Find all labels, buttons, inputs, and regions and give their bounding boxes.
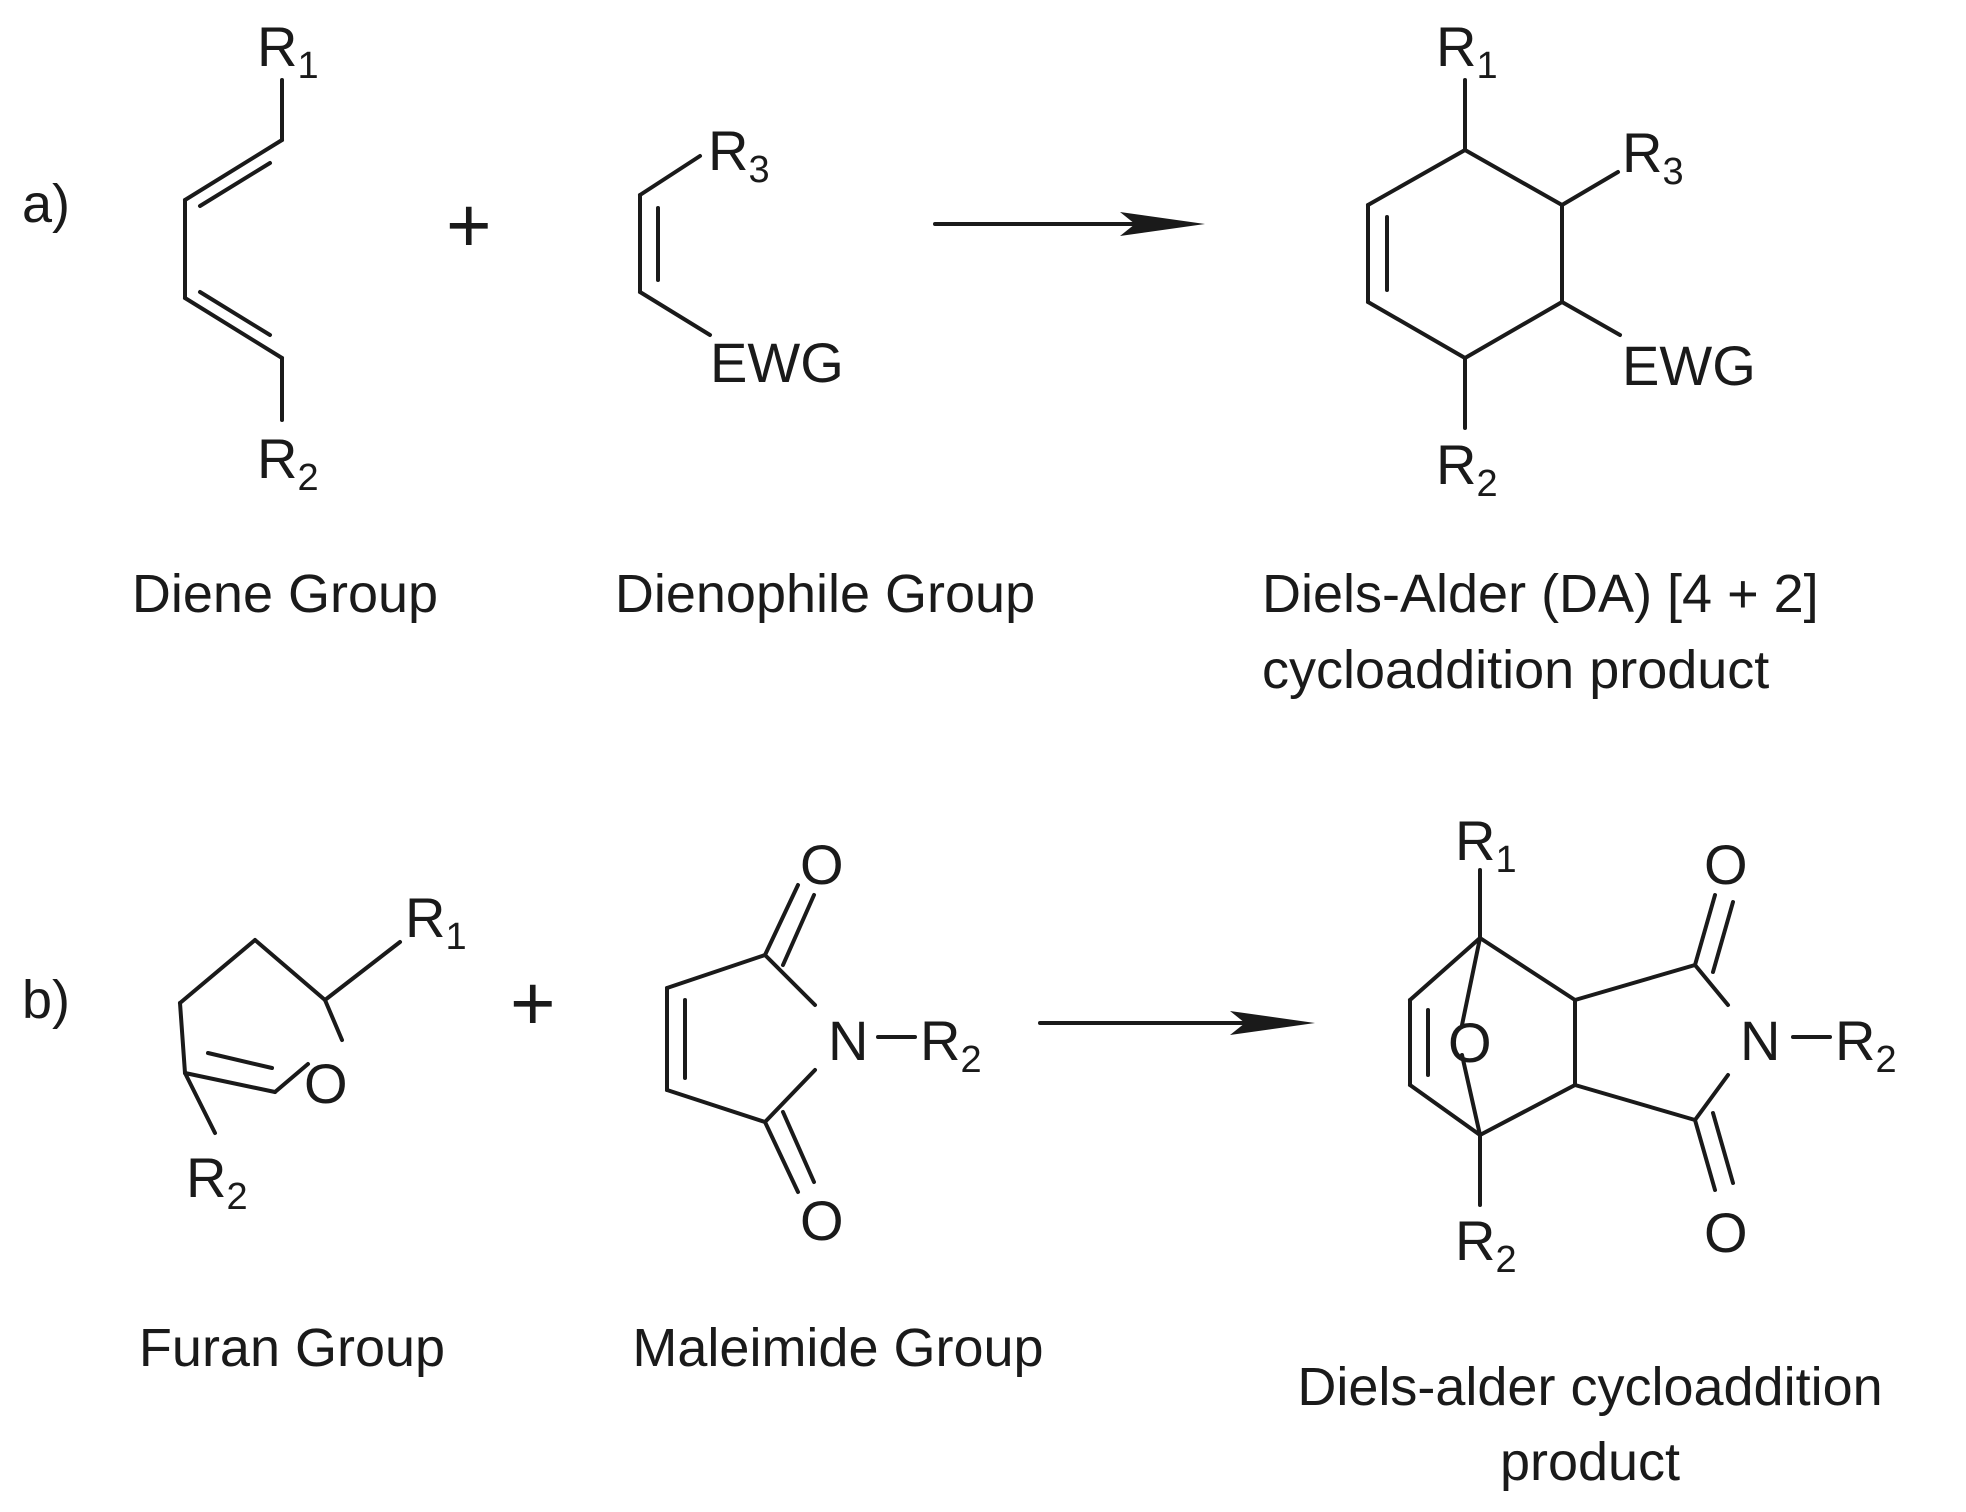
furan-structure: O R1 R2 [178,886,467,1218]
product-a-r2: R2 [1436,433,1498,505]
product-a-r3: R3 [1622,121,1684,193]
product-b-oxygen-top: O [1704,833,1748,896]
dienophile-ewg: EWG [710,331,844,394]
plus-sign-a: + [446,181,492,269]
maleimide-nitrogen: N [828,1009,868,1072]
dienophile-r3: R3 [708,119,770,191]
furan-r1: R1 [405,886,467,958]
caption-diene: Diene Group [132,564,438,624]
caption-da-product-line2: cycloaddition product [1262,640,1769,700]
caption-maleimide: Maleimide Group [632,1318,1043,1378]
diene-r2: R2 [257,427,319,499]
reaction-arrow-a [933,212,1205,236]
plus-sign-b: + [510,959,556,1047]
product-b-r2-imide: R2 [1835,1009,1897,1081]
diene-r1: R1 [257,15,319,87]
cyclohexene-product-structure: R1 R3 EWG R2 [1366,15,1756,505]
furan-oxygen: O [304,1052,348,1115]
maleimide-r2: R2 [920,1009,982,1081]
maleimide-structure: O O N R2 [665,833,982,1252]
caption-fm-product-line2: product [1500,1432,1680,1492]
product-a-r1: R1 [1436,15,1498,87]
caption-furan: Furan Group [139,1318,445,1378]
panel-b: b) O R1 R2 + [22,809,1897,1492]
product-b-r1: R1 [1455,809,1517,881]
product-b-r2-bridgehead: R2 [1455,1209,1517,1281]
caption-da-product-line1: Diels-Alder (DA) [4 + 2] [1262,564,1819,624]
maleimide-oxygen-bottom: O [800,1189,844,1252]
furan-r2: R2 [186,1146,248,1218]
caption-dienophile: Dienophile Group [615,564,1035,624]
panel-a-label: a) [22,174,70,234]
product-b-oxygen-bottom: O [1704,1201,1748,1264]
product-b-nitrogen: N [1740,1009,1780,1072]
panel-a: a) R1 R2 + R3 EWG [22,15,1819,700]
panel-b-label: b) [22,970,70,1030]
product-b-bridge-oxygen: O [1448,1011,1492,1074]
dienophile-structure: R3 EWG [638,119,844,394]
oxanorbornene-product-structure: O R1 O O N R2 R2 [1408,809,1897,1281]
reaction-arrow-b [1038,1011,1315,1035]
maleimide-oxygen-top: O [800,833,844,896]
diene-structure: R1 R2 [183,15,319,499]
caption-fm-product-line1: Diels-alder cycloaddition [1297,1357,1882,1417]
product-a-ewg: EWG [1622,334,1756,397]
